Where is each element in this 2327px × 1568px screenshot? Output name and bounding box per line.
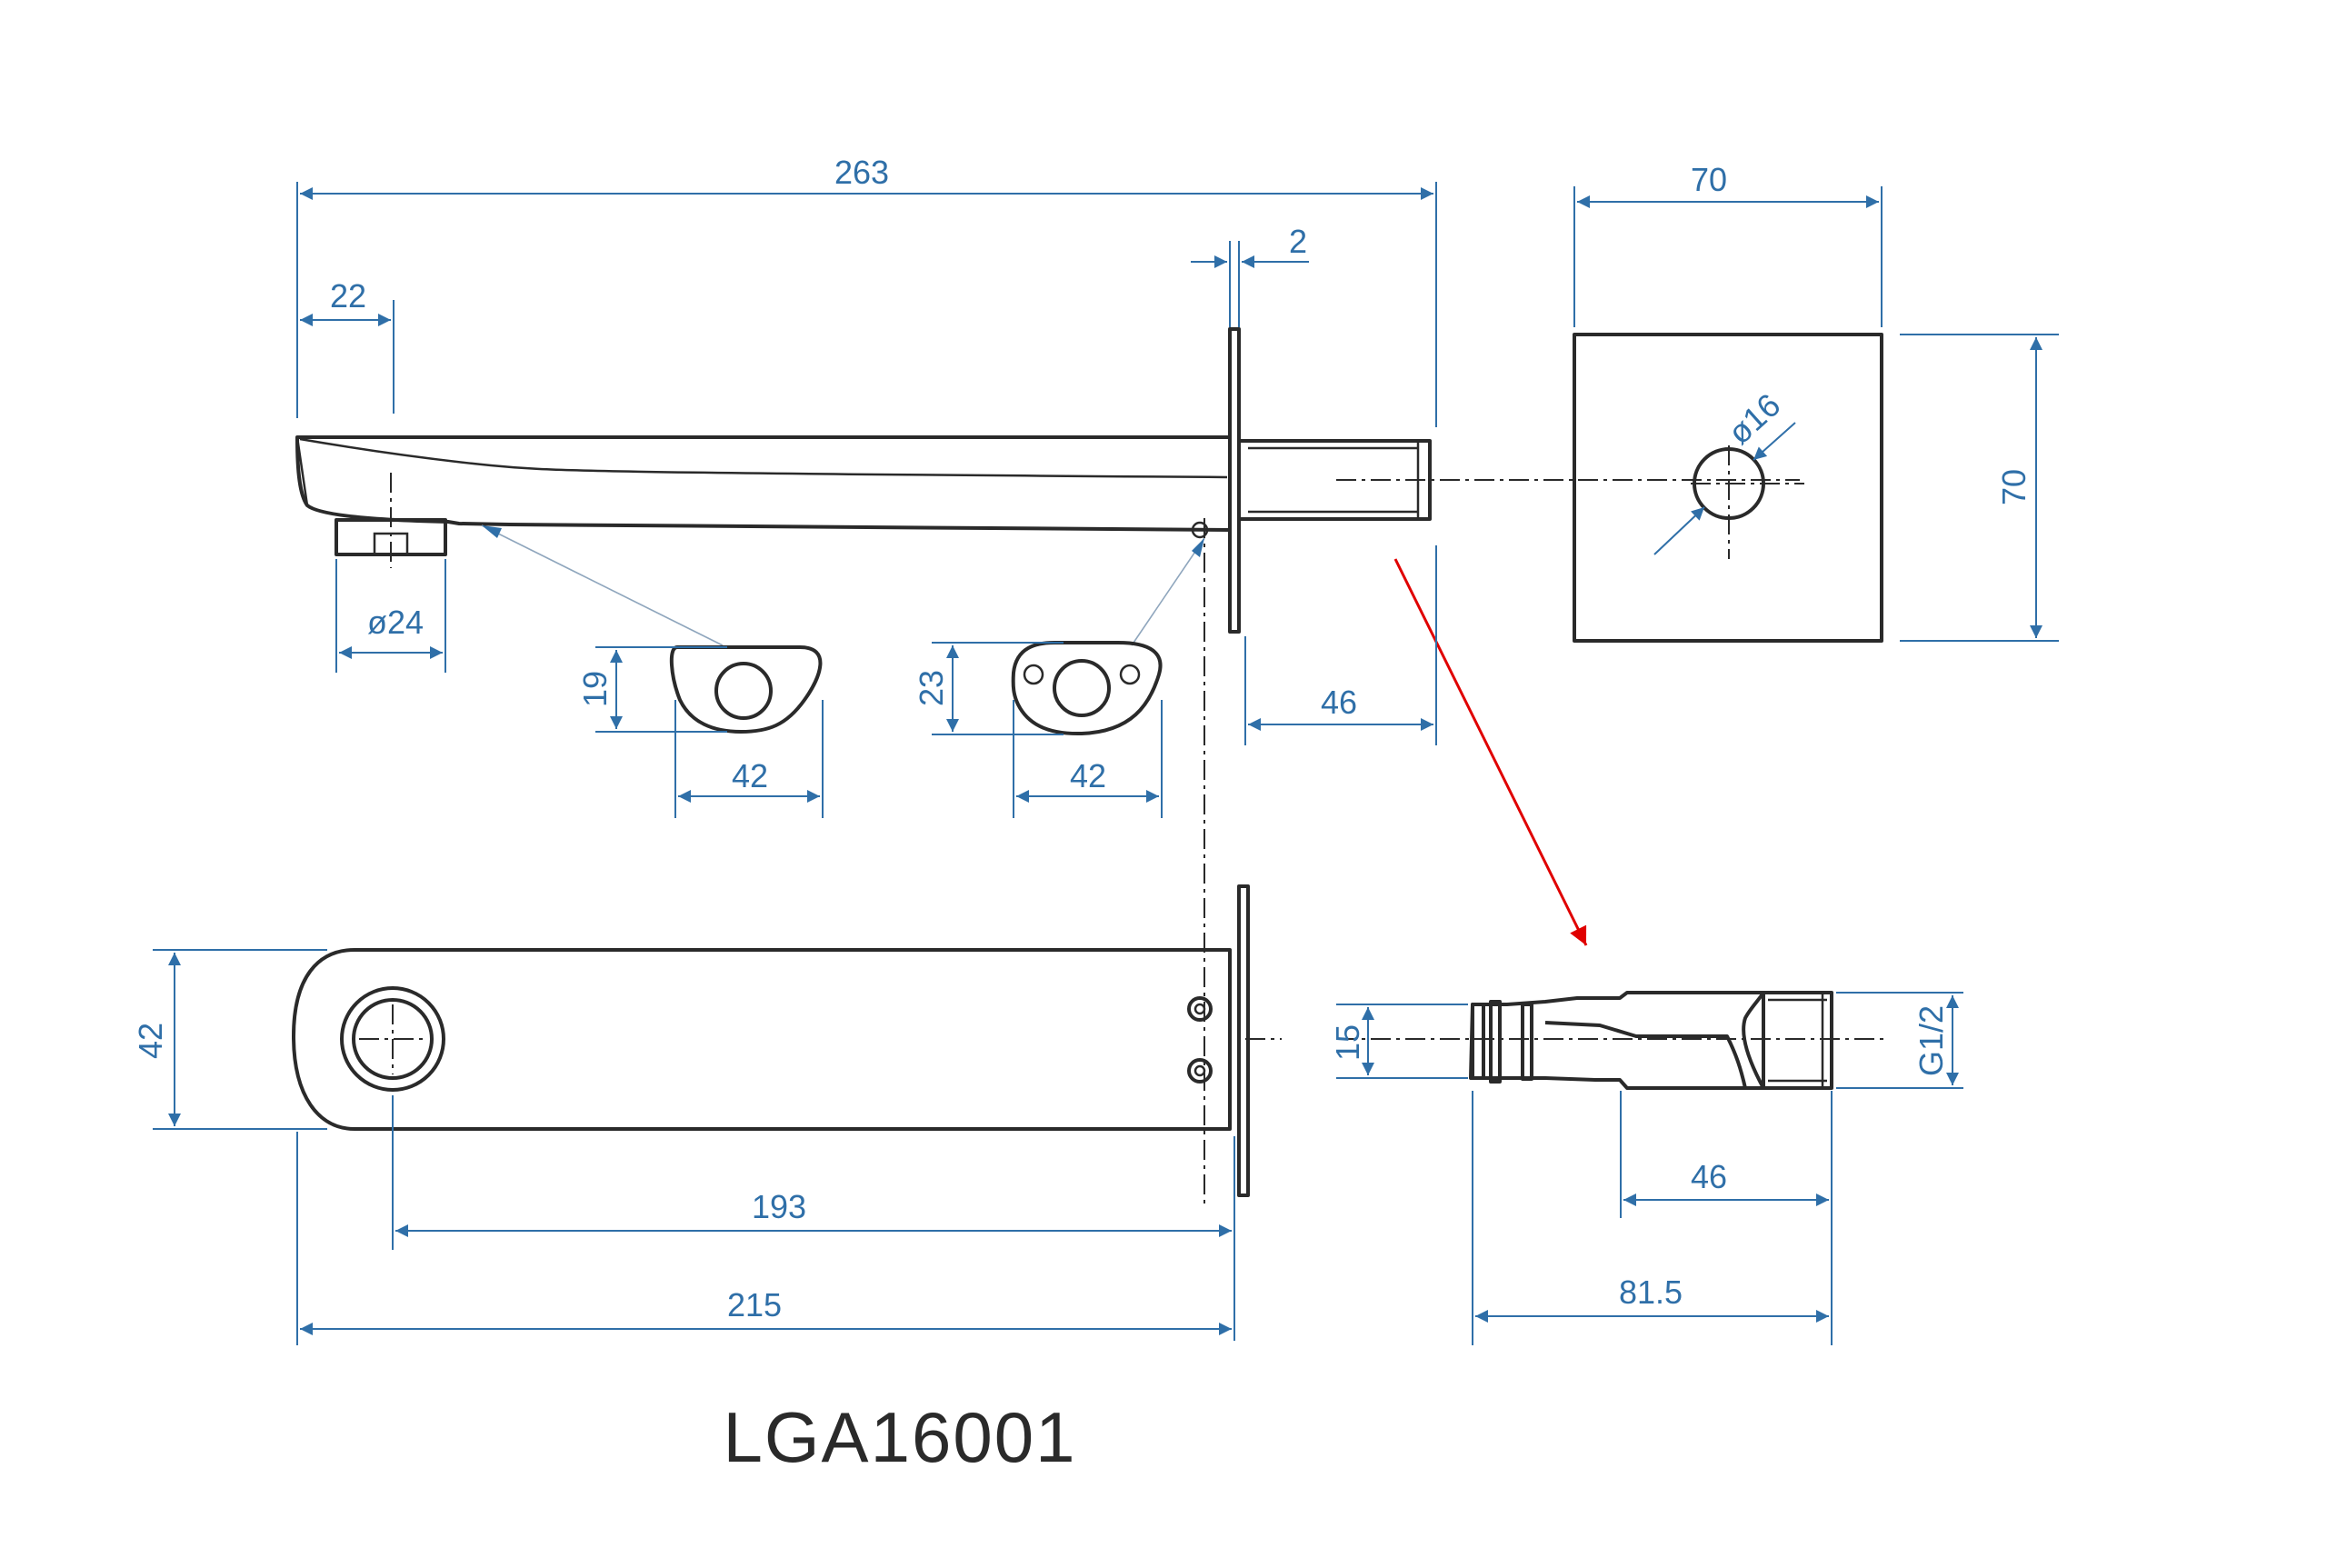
dim-section-1-height: 19	[576, 671, 614, 707]
cross-section-2	[1011, 641, 1163, 736]
dim-plate-hole: ø16	[1721, 386, 1788, 452]
drawing-title: LGA16001	[724, 1397, 1077, 1477]
dim-body-height: 42	[132, 1023, 169, 1059]
dim-connector-diameter: 15	[1329, 1024, 1366, 1061]
cross-section-1	[669, 645, 823, 734]
dim-connector-thread-length: 46	[1691, 1158, 1727, 1195]
dim-wall-projection: 46	[1321, 684, 1357, 721]
dim-section-1-width: 42	[732, 757, 768, 794]
section-2-leader	[1131, 537, 1205, 646]
connector-detail	[1336, 991, 1886, 1090]
dim-outlet-diameter: ø24	[367, 604, 424, 641]
spout-plan-view	[292, 518, 1282, 1204]
wall-plate-view	[1573, 333, 1883, 643]
dim-body-length: 215	[727, 1286, 782, 1323]
detail-callout-arrow	[1393, 558, 1588, 946]
dim-flange-thickness: 2	[1289, 223, 1307, 260]
spout-side-view	[295, 327, 1800, 634]
dim-outlet-offset: 22	[330, 277, 366, 315]
section-1-leader	[481, 524, 724, 646]
dim-plate-width: 70	[1691, 161, 1727, 198]
dim-section-2-width: 42	[1070, 757, 1106, 794]
dim-plate-height: 70	[1995, 469, 2032, 505]
dim-section-2-height: 23	[913, 670, 950, 706]
dim-connector-thread: G1/2	[1913, 1005, 1950, 1076]
dim-outlet-to-wall: 193	[752, 1188, 806, 1225]
dimension-lines	[153, 182, 2059, 1345]
dim-overall-length: 263	[834, 154, 889, 191]
dim-connector-length: 81.5	[1619, 1273, 1683, 1311]
